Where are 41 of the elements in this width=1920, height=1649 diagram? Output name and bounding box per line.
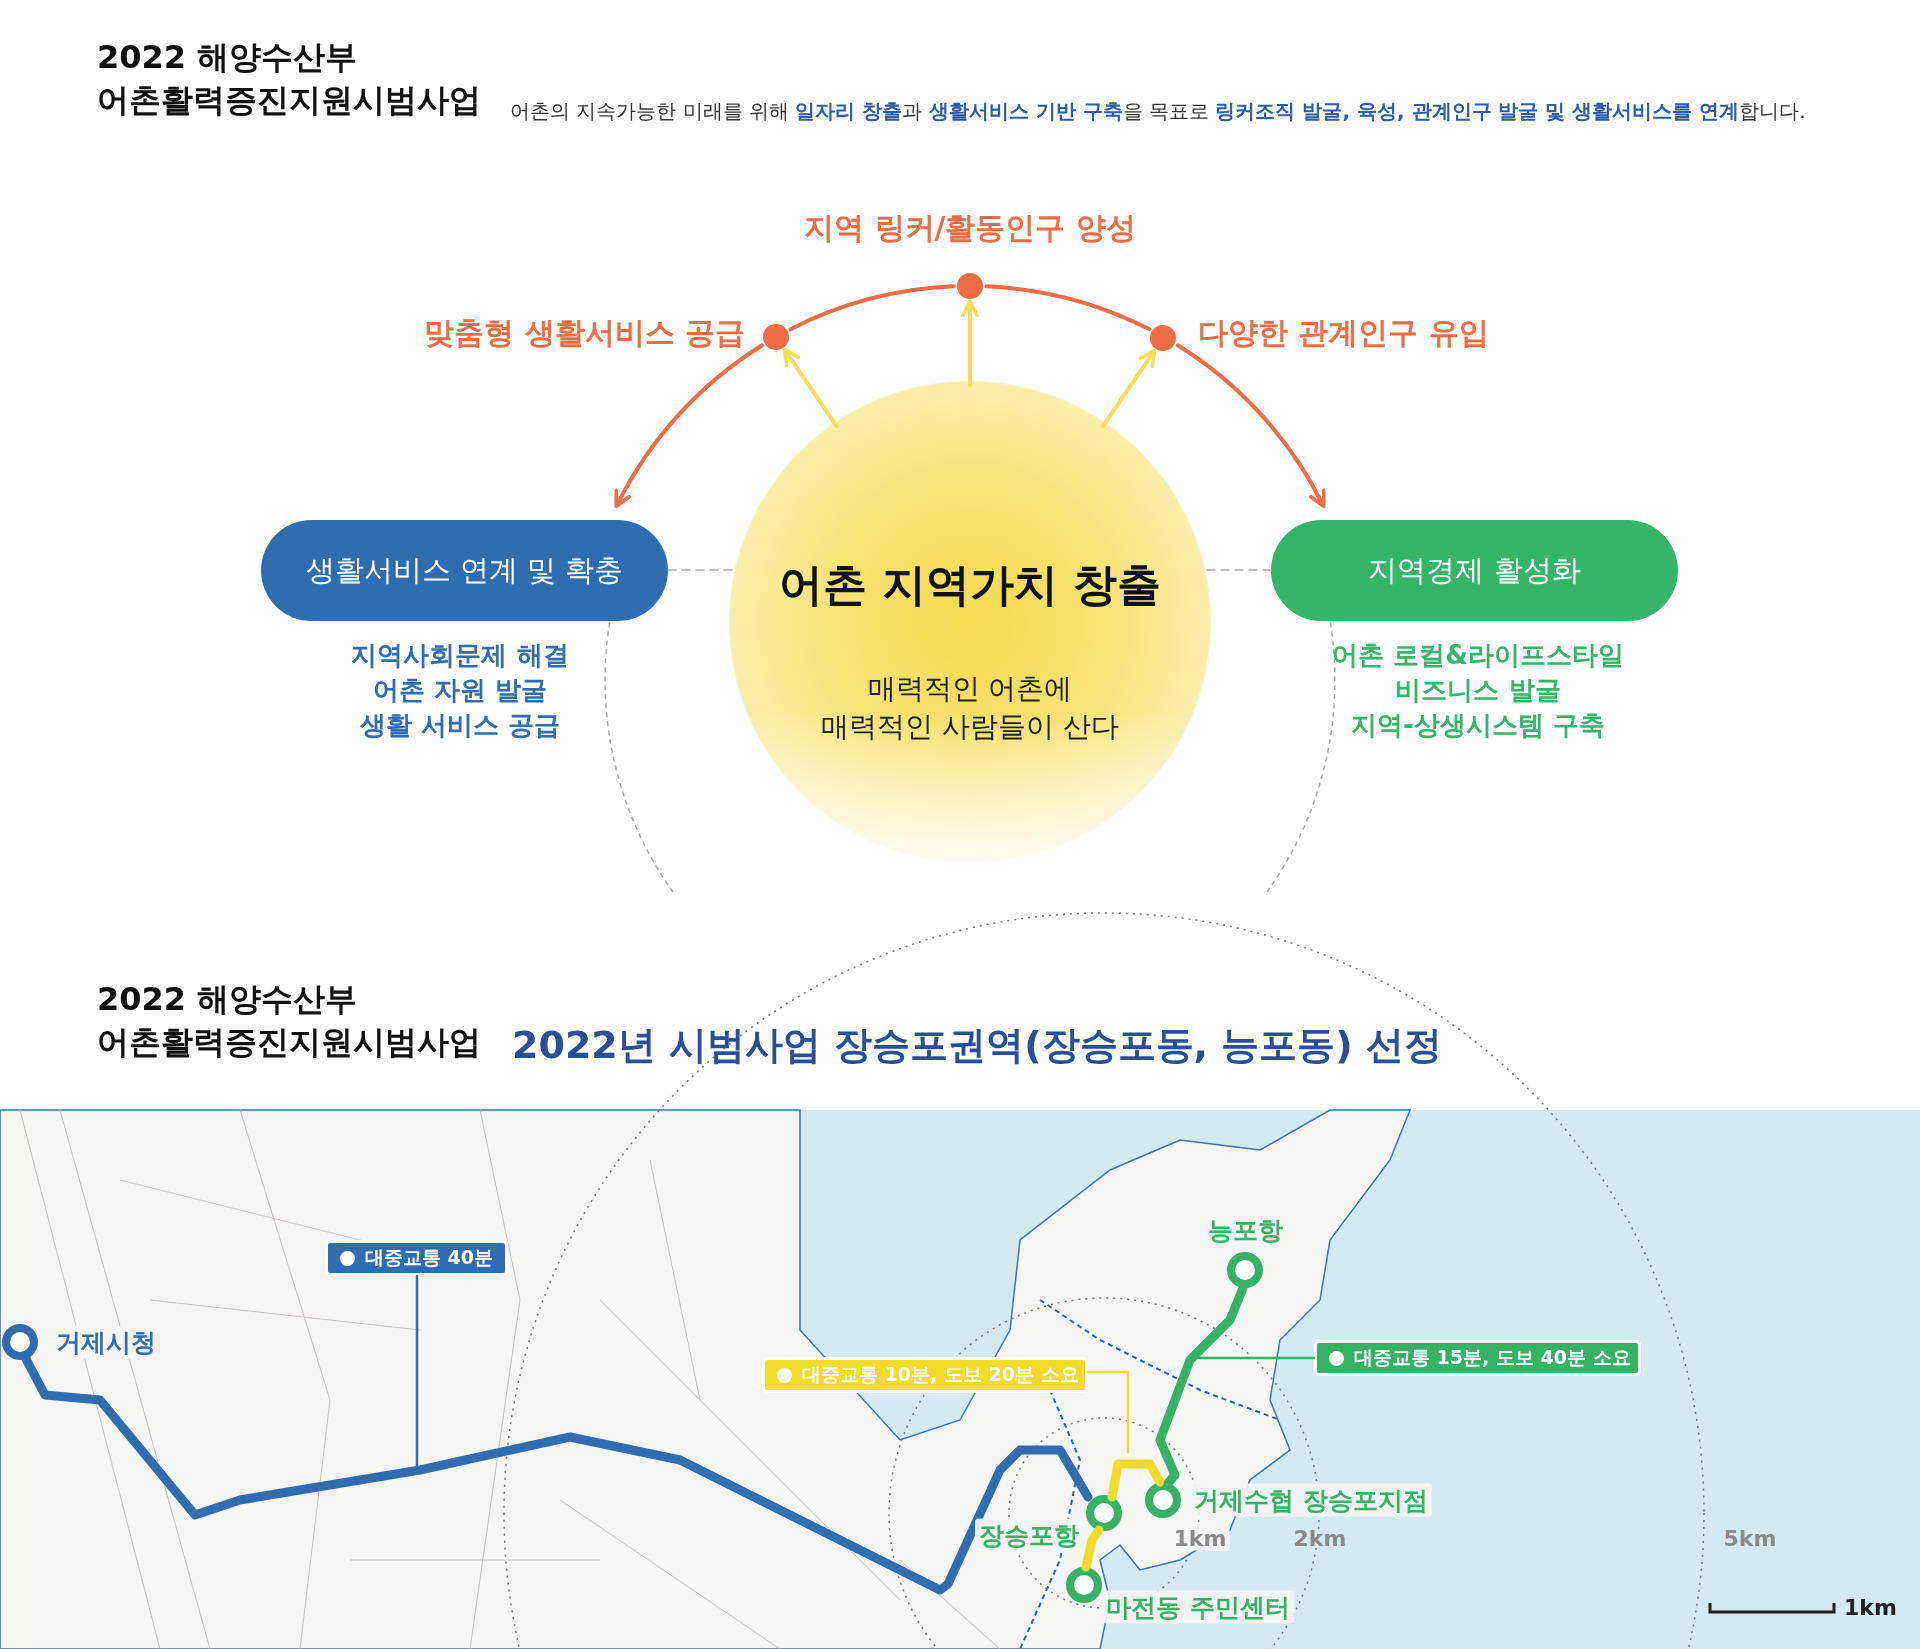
- point-dot: [763, 324, 789, 350]
- subtitle: 어촌의 지속가능한 미래를 위해 일자리 창출과 생활서비스 기반 구축을 목표로 링커조직 발굴, 육성, 관계인구 발굴 및 생활서비스를 연계합니다.: [510, 97, 1806, 125]
- goal-pill: 지역경제 활성화: [1271, 520, 1678, 621]
- feature-text: 어촌 자원 발굴: [372, 673, 548, 707]
- feature-text: 비즈니스 발굴: [1395, 673, 1561, 707]
- point-dot: [957, 273, 983, 299]
- callout-text: 대중교통 40분: [365, 1245, 494, 1270]
- circle-text: 매력적인 어촌에 매력적인 사람들이 산다: [820, 671, 1120, 745]
- callout-box: [325, 1240, 508, 1276]
- heading: 2022 해양수산부 어촌활력증진지원시범사업: [97, 37, 482, 121]
- callout-box: [1314, 1340, 1641, 1376]
- route-line: [1081, 1525, 1104, 1572]
- route-line: [1107, 1459, 1165, 1502]
- callout-box: [762, 1357, 1088, 1393]
- route-line: [21, 1354, 1093, 1595]
- scale-label: 1km: [1844, 1594, 1897, 1620]
- point-dot: [1150, 325, 1176, 351]
- heading: 2022 해양수산부 어촌활력증진지원시범사업: [97, 979, 482, 1063]
- leader-line: [1193, 1356, 1316, 1360]
- arrow: [961, 299, 979, 387]
- circle-title: 어촌 지역가치 창출: [777, 558, 1163, 612]
- feature-text: 지역-상생시스템 구축: [1351, 708, 1605, 742]
- arrow: [1175, 343, 1326, 509]
- goal-pill: 생활서비스 연계 및 확충: [261, 520, 668, 621]
- feature-text: 어촌 로컬&라이프스타일: [1332, 638, 1624, 672]
- feature-text: 생활 서비스 공급: [359, 708, 561, 742]
- place-label: 마전동 주민센터: [1102, 1590, 1294, 1624]
- callout-text: 대중교통 15분, 도보 40분 소요: [1354, 1345, 1631, 1370]
- subtitle: 2022년 시범사업 장승포권역(장승포동, 능포동) 선정: [512, 1021, 1442, 1069]
- arrow: [614, 343, 764, 509]
- callout-text: 대중교통 10분, 도보 20분 소요: [802, 1362, 1079, 1387]
- leader-line: [1086, 1370, 1130, 1454]
- arrow: [1101, 348, 1157, 428]
- feature-text: 지역사회문제 해결: [351, 638, 569, 672]
- route-line: [1155, 1283, 1248, 1488]
- arrow: [782, 347, 839, 429]
- distance-label: 2km: [1293, 1525, 1347, 1551]
- point-label: 지역 링커/활동인구 양성: [804, 208, 1136, 247]
- distance-label: 5km: [1723, 1525, 1777, 1551]
- point-label: 맞춤형 생활서비스 공급: [424, 313, 745, 352]
- point-label: 다양한 관계인구 유입: [1198, 313, 1489, 352]
